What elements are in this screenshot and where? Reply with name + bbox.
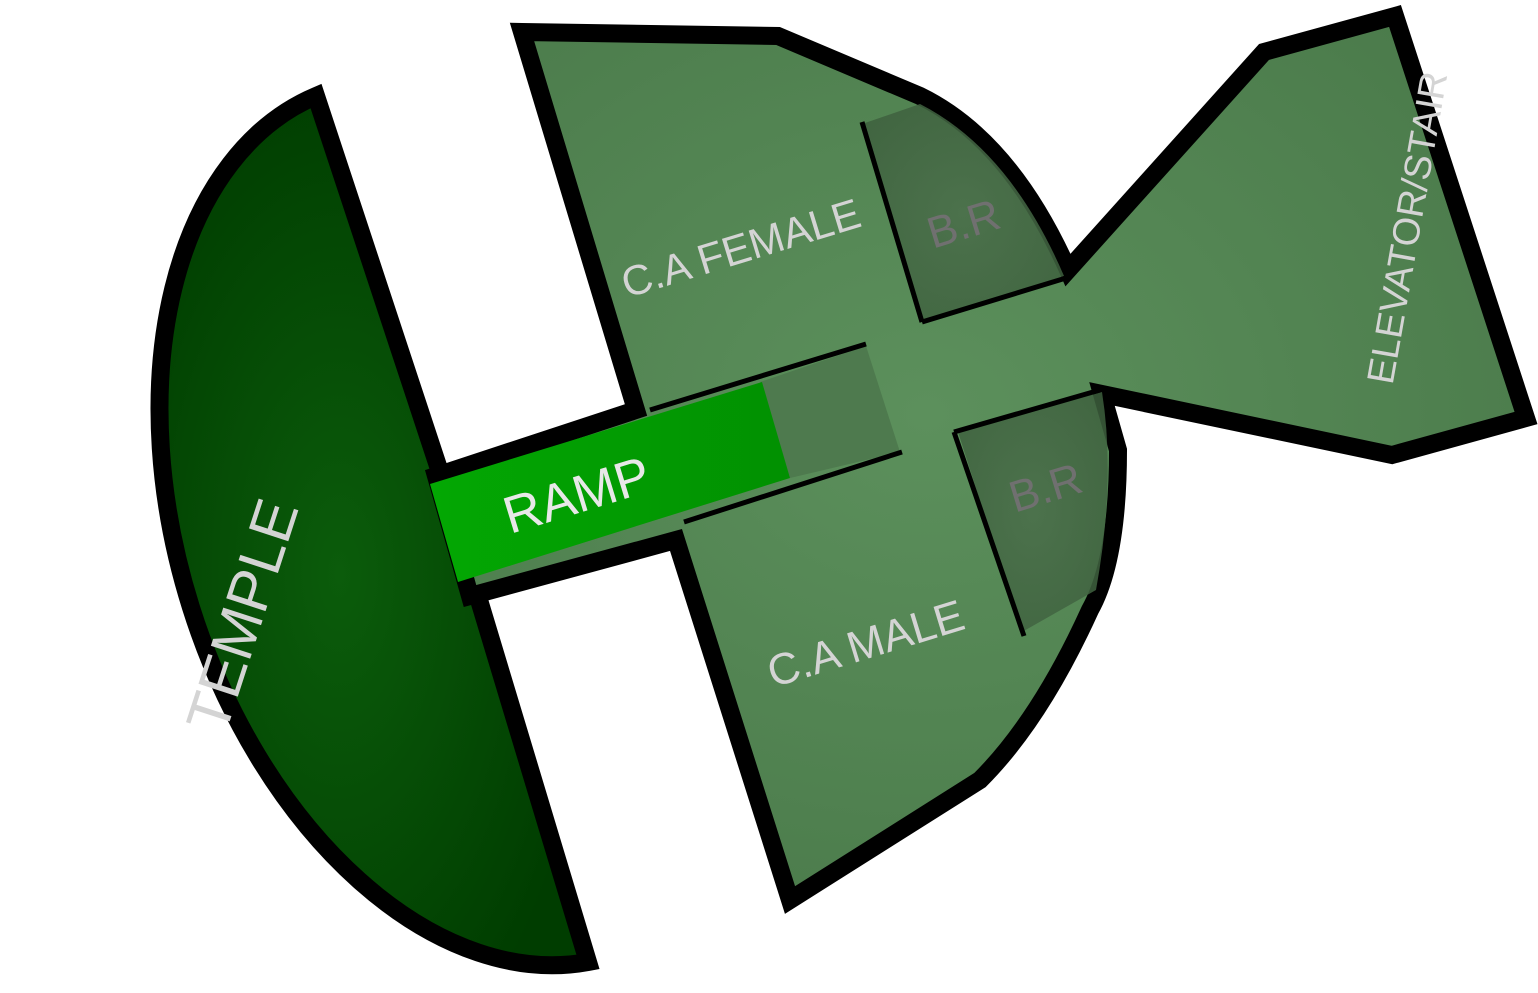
interior-walls xyxy=(649,121,1101,637)
temple-room xyxy=(150,83,600,975)
corridor xyxy=(760,346,900,478)
ramp-room xyxy=(430,382,790,582)
br-upper-room xyxy=(862,104,1064,322)
br-lower-room xyxy=(958,392,1108,632)
